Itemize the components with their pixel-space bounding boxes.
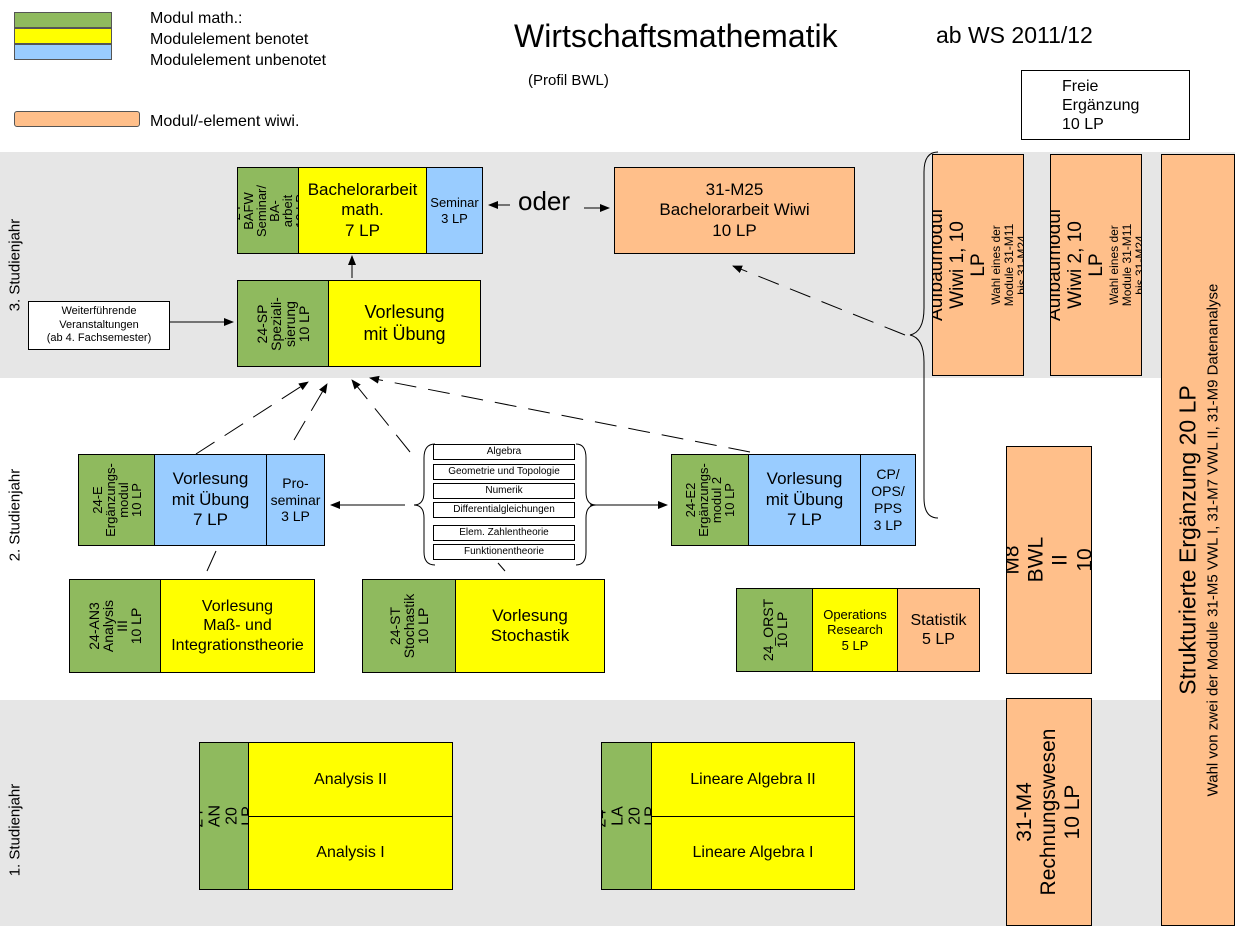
- statistik-box: Statistik 5 LP: [897, 588, 980, 672]
- lineare-algebra-ii: Lineare Algebra II: [651, 742, 855, 817]
- aufbau2-note: Wahl eines der Module 31-M11 bis 31-M24: [1106, 223, 1142, 307]
- legend-ungraded-label: Modulelement unbenotet: [150, 52, 327, 69]
- link-st-to-subjects: [497, 562, 506, 572]
- weiterfuehrende-box: Weiterführende Veranstaltungen (ab 4. Fa…: [28, 301, 170, 350]
- subject-differentialgleichungen: Differentialgleichungen: [433, 502, 575, 518]
- module-24-an: 24-AN 20 LP: [199, 742, 249, 890]
- module-31-m4: 31-M4 Rechnungswesen 10 LP: [1006, 698, 1092, 926]
- vorlesung-e: Vorlesung mit Übung 7 LP: [154, 454, 267, 546]
- arrow-e-to-sp-1: [195, 381, 309, 455]
- bachelorarbeit-math: Bachelorarbeit math. 7 LP: [298, 167, 427, 254]
- link-an3-to-e: [206, 550, 217, 572]
- semester-label: ab WS 2011/12: [936, 22, 1093, 48]
- operations-research: Operations Research 5 LP: [812, 588, 898, 672]
- aufbaumodul-wiwi-2: Aufbaumodul Wiwi 2, 10 LP Wahl eines der…: [1050, 154, 1142, 376]
- vorlesung-stochastik: Vorlesung Stochastik: [455, 579, 605, 673]
- module-24-la: 24-LA 20 LP: [601, 742, 652, 890]
- subject-numerik: Numerik: [433, 483, 575, 499]
- arrow-subjects-to-sp: [351, 379, 411, 453]
- legend-math-label: Modul math.:: [150, 10, 243, 27]
- module-24-e2: 24-E2 Ergänzungs- modul 2 10 LP: [671, 454, 749, 546]
- arrow-e-to-sp-2: [293, 383, 328, 441]
- analysis-ii: Analysis II: [248, 742, 453, 817]
- aufbau2-title: Aufbaumodul Wiwi 2, 10 LP: [1050, 209, 1107, 321]
- vorlesung-sp: Vorlesung mit Übung: [328, 280, 481, 367]
- module-24-orst: 24_ORST 10 LP: [736, 588, 813, 672]
- strukt-title: Strukturierte Ergänzung 20 LP: [1174, 385, 1201, 695]
- brace-subjects-left: [413, 443, 436, 566]
- proseminar-e: Pro- seminar 3 LP: [266, 454, 325, 546]
- module-24-st: 24-ST Stochastik 10 LP: [362, 579, 456, 673]
- subject-zahlentheorie: Elem. Zahlentheorie: [433, 525, 575, 541]
- module-31-m8: 31-M8 BWL II 10 LP: [1006, 446, 1092, 674]
- subject-algebra: Algebra: [433, 444, 575, 460]
- aufbau1-note: Wahl eines der Module 31-M11 bis 31-M24: [988, 223, 1024, 307]
- brace-subjects-right: [575, 443, 597, 566]
- aufbaumodul-wiwi-1: Aufbaumodul Wiwi 1, 10 LP Wahl eines der…: [932, 154, 1024, 376]
- subject-geometrie: Geometrie und Topologie: [433, 464, 575, 480]
- aufbau1-title: Aufbaumodul Wiwi 1, 10 LP: [932, 209, 989, 321]
- module-24-sp: 24-SP Speziali- sierung 10 LP: [237, 280, 329, 367]
- legend-graded-label: Modulelement benotet: [150, 31, 309, 48]
- subject-funktionentheorie: Funktionentheorie: [433, 544, 575, 560]
- oder-label: oder: [518, 186, 571, 216]
- vorlesung-an3: Vorlesung Maß- und Integrationstheorie: [160, 579, 315, 673]
- legend-swatch-graded: [14, 28, 112, 44]
- arrow-aufbau-to-m25: [732, 265, 906, 336]
- legend-swatch-math: [14, 12, 112, 28]
- profile-label: (Profil BWL): [528, 72, 609, 89]
- cp-ops-pps: CP/ OPS/ PPS 3 LP: [860, 454, 916, 546]
- seminar-box: Seminar 3 LP: [426, 167, 483, 254]
- module-24-bafw: 24-BAFW Seminar/ BA-arbeit 10 LP: [237, 167, 299, 254]
- analysis-i: Analysis I: [248, 816, 453, 890]
- module-31-m25: 31-M25 Bachelorarbeit Wiwi 10 LP: [614, 167, 855, 254]
- legend-swatch-wiwi: [14, 111, 140, 127]
- brace-aufbau: [909, 151, 939, 519]
- strukturierte-erganzung: Strukturierte Ergänzung 20 LP Wahl von z…: [1161, 154, 1235, 926]
- lineare-algebra-i: Lineare Algebra I: [651, 816, 855, 890]
- legend-wiwi-label: Modul/-element wiwi.: [150, 113, 300, 130]
- strukt-note: Wahl von zwei der Module 31-M5 VWL I, 31…: [1204, 283, 1222, 797]
- module-24-e: 24-E Ergänzungs- modul 10 LP: [78, 454, 155, 546]
- arrow-e2-to-sp: [369, 375, 751, 453]
- vorlesung-e2: Vorlesung mit Übung 7 LP: [748, 454, 861, 546]
- module-24-an3: 24-AN3 Analysis III 10 LP: [69, 579, 161, 673]
- legend-swatch-ungraded: [14, 44, 112, 60]
- freie-erganzung-box: Freie Ergänzung 10 LP: [1021, 70, 1190, 140]
- page-title: Wirtschaftsmathematik: [514, 18, 838, 54]
